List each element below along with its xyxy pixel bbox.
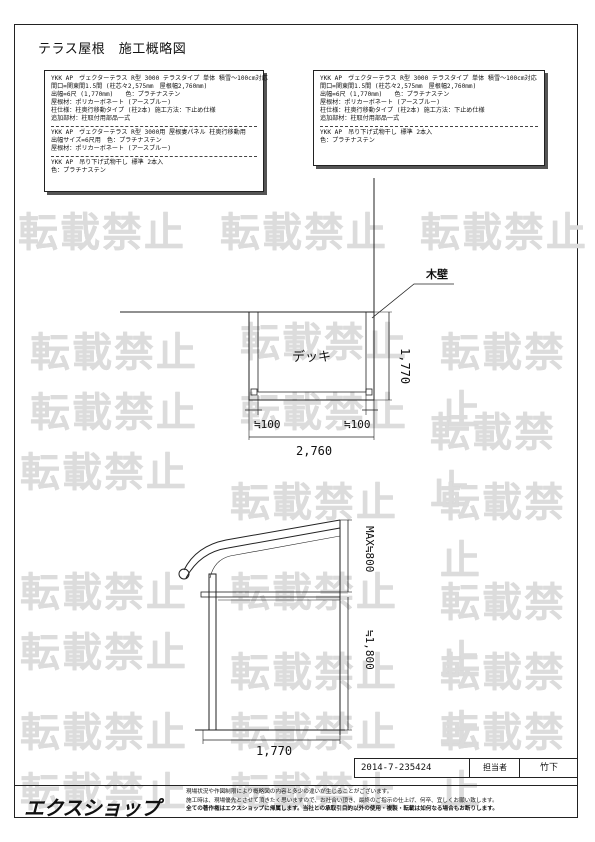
elev-roof-bottom: [185, 527, 341, 579]
watermark-text: 転載禁止: [440, 580, 566, 684]
watermark-text: 転載禁止: [30, 390, 198, 436]
dim-right-text: ≒100: [344, 418, 371, 431]
deck-label: デッキ: [292, 350, 332, 365]
watermark-text: 転載禁止: [230, 480, 398, 526]
roof-outline: [248, 311, 375, 401]
post-left: [250, 388, 258, 396]
spec-line: 間口=関東間1.5間 (柱芯々2,575mm 屋根幅2,760mm): [51, 83, 208, 90]
wall-leader: [371, 283, 454, 319]
spec-line: YKK AP ヴェクターテラス R型 3000用 屋根妻パネル 柱奥行移動用: [51, 129, 246, 136]
dim-max-text: MAX≒800: [363, 526, 376, 573]
spec-line: 色：プラチナステン: [320, 137, 375, 144]
watermark-text: 転載禁止: [440, 480, 566, 584]
spec-line: 追加部材：柱取付用部品一式: [320, 115, 400, 122]
watermark-text: 転載禁止: [440, 650, 566, 754]
dim-left-text: ≒100: [254, 418, 281, 431]
watermark-text: 転載禁止: [440, 710, 566, 814]
dim-elev-depth-text: 1,770: [256, 744, 293, 758]
spec-separator: [51, 126, 257, 127]
spec-line: 出幅=6尺 (1,770mm) 色：プラチナステン: [51, 91, 181, 98]
elev-roof-top: [183, 519, 341, 571]
person-label: 担当者: [469, 759, 520, 777]
spec-separator: [320, 126, 538, 127]
company-logo: エクスショップ: [24, 796, 160, 820]
note-line: 全ての著作権はエクスショップに帰属します。当社との承取引目的以外の使用・複製・転…: [186, 806, 498, 812]
watermark-text: 転載禁止: [430, 410, 556, 514]
spec-line: 柱仕様：柱奥行移動タイプ (柱2本) 施工方法：下止め仕様: [51, 107, 216, 114]
watermark-text: 転載禁止: [20, 570, 188, 616]
spec-line: 屋根材：ポリカーボネート (アースブルー): [320, 99, 441, 106]
spec-line: 間口=関東間1.5間 (柱芯々2,575mm 屋根幅2,760mm): [320, 83, 477, 90]
watermark-text: 転載禁止: [420, 210, 588, 256]
spec-line: YKK AP 吊り下げ式物干し 標準 2本入: [51, 159, 164, 166]
watermark-text: 転載禁止: [20, 450, 188, 496]
note-line: 施工時は、現場優先とさせて頂きたく思いますので、お社合い頂き、最終のご指示の仕上…: [186, 797, 498, 804]
spec-box-left: YKK AP ヴェクターテラス R型 3000 テラスタイプ 単体 積雪～100…: [44, 70, 268, 192]
spec-line: 屋根材：ポリカーボネート (アースブルー): [51, 145, 172, 152]
spec-line: 出幅=6尺 (1,770mm) 色：プラチナステン: [320, 91, 450, 98]
dim-depth-text: 1,770: [398, 348, 412, 385]
title-block: 2014-7-235424 担当者 竹下: [354, 758, 578, 778]
spec-separator: [51, 156, 257, 157]
dim-height-text: ≒1,800: [363, 630, 376, 670]
watermark-text: 転載禁止: [230, 570, 398, 616]
spec-line: 柱仕様：柱奥行移動タイプ (柱2本) 施工方法：下止め仕様: [320, 107, 485, 114]
footer: [14, 785, 578, 819]
drawing-frame: [14, 24, 578, 818]
deck-outline: [257, 312, 367, 393]
watermark-text: 転載禁止: [20, 770, 188, 816]
elev-beam: [200, 591, 341, 598]
elev-post: [208, 573, 217, 731]
spec-line: 追加部材：柱取付用部品一式: [51, 115, 131, 122]
footer-notes: 現場状況や作図制限により概略図の内容と多少の違いが生じることがございます。 施工…: [186, 788, 498, 814]
watermark-text: 転載禁止: [20, 710, 188, 756]
spec-box-right: YKK AP ヴェクターテラス R型 3000 テラスタイプ 単体 積雪～100…: [313, 70, 545, 166]
person-name: 竹下: [519, 759, 578, 777]
watermark-text: 転載禁止: [18, 210, 186, 256]
page-title: テラス屋根 施工概略図: [38, 42, 187, 57]
spec-line: 出幅サイズ=6尺用 色：プラチナステン: [51, 137, 162, 144]
dim-width-text: 2,760: [296, 444, 333, 458]
elev-roof-inner: [209, 535, 341, 579]
wall-label: 木壁: [426, 268, 448, 281]
spec-line: 色：プラチナステン: [51, 167, 106, 174]
watermark-text: 転載禁止: [30, 330, 198, 376]
spec-line: YKK AP ヴェクターテラス R型 3000 テラスタイプ 単体 積雪～100…: [51, 75, 268, 82]
watermark-text: 転載禁止: [230, 710, 398, 756]
watermark-text: 転載禁止: [440, 330, 566, 434]
elev-gutter: [178, 568, 190, 580]
watermark-text: 転載禁止: [20, 630, 188, 676]
watermark-text: 転載禁止: [220, 210, 388, 256]
doc-id: 2014-7-235424: [361, 763, 432, 773]
spec-line: 屋根材：ポリカーボネート (アースブルー): [51, 99, 172, 106]
note-line: 現場状況や作図制限により概略図の内容と多少の違いが生じることがございます。: [186, 789, 393, 795]
spec-line: YKK AP ヴェクターテラス R型 3000 テラスタイプ 単体 積雪～100…: [320, 75, 537, 82]
post-right: [365, 388, 373, 396]
spec-line: YKK AP 吊り下げ式物干し 標準 2本入: [320, 129, 433, 136]
watermark-text: 転載禁止: [230, 650, 398, 696]
watermark-text: 転載禁止: [240, 390, 408, 436]
watermark-text: 転載禁止: [240, 320, 408, 366]
